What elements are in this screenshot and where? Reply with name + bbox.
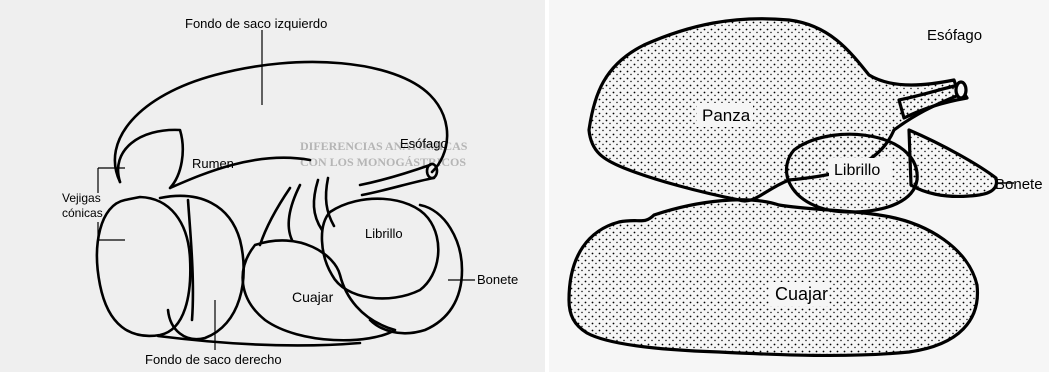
label-bladders-line1: Vejigas [62,191,101,205]
label-cuajar-right: Cuajar [775,284,828,304]
label-rumen: Rumen [192,156,234,171]
esophagus-tube [360,165,434,195]
esophagus-opening-right [956,82,966,98]
label-omasum: Librillo [365,226,403,241]
label-abomasum: Cuajar [292,289,334,305]
label-reticulum: Bonete [477,272,518,287]
label-esophagus: Esófago [400,136,448,151]
label-panza: Panza [702,106,751,125]
abomasum-fold [260,185,300,245]
label-esofago-right: Esófago [927,27,982,44]
right-stomach-diagram: Panza Librillo Cuajar Esófago Bonete [549,0,1049,372]
label-fundus-right: Fondo de saco derecho [145,352,282,367]
left-diagram-svg: DIFERENCIAS ANATÓMICAS CON LOS MONOGÁSTR… [0,0,545,372]
left-stomach-diagram: DIFERENCIAS ANATÓMICAS CON LOS MONOGÁSTR… [0,0,545,372]
right-diagram-svg: Panza Librillo Cuajar Esófago Bonete [549,0,1049,372]
label-bonete-right: Bonete [995,176,1043,193]
label-bladders-line2: cónicas [62,206,103,220]
reticulum-outline [370,205,462,333]
left-bladder-sac [97,197,190,336]
label-librillo-right: Librillo [834,162,880,179]
label-fundus-left: Fondo de saco izquierdo [185,16,327,31]
bonete-shape [909,130,997,196]
middle-sac [160,196,244,339]
cuajar-shape [569,200,977,356]
omasum-outline [322,199,438,299]
